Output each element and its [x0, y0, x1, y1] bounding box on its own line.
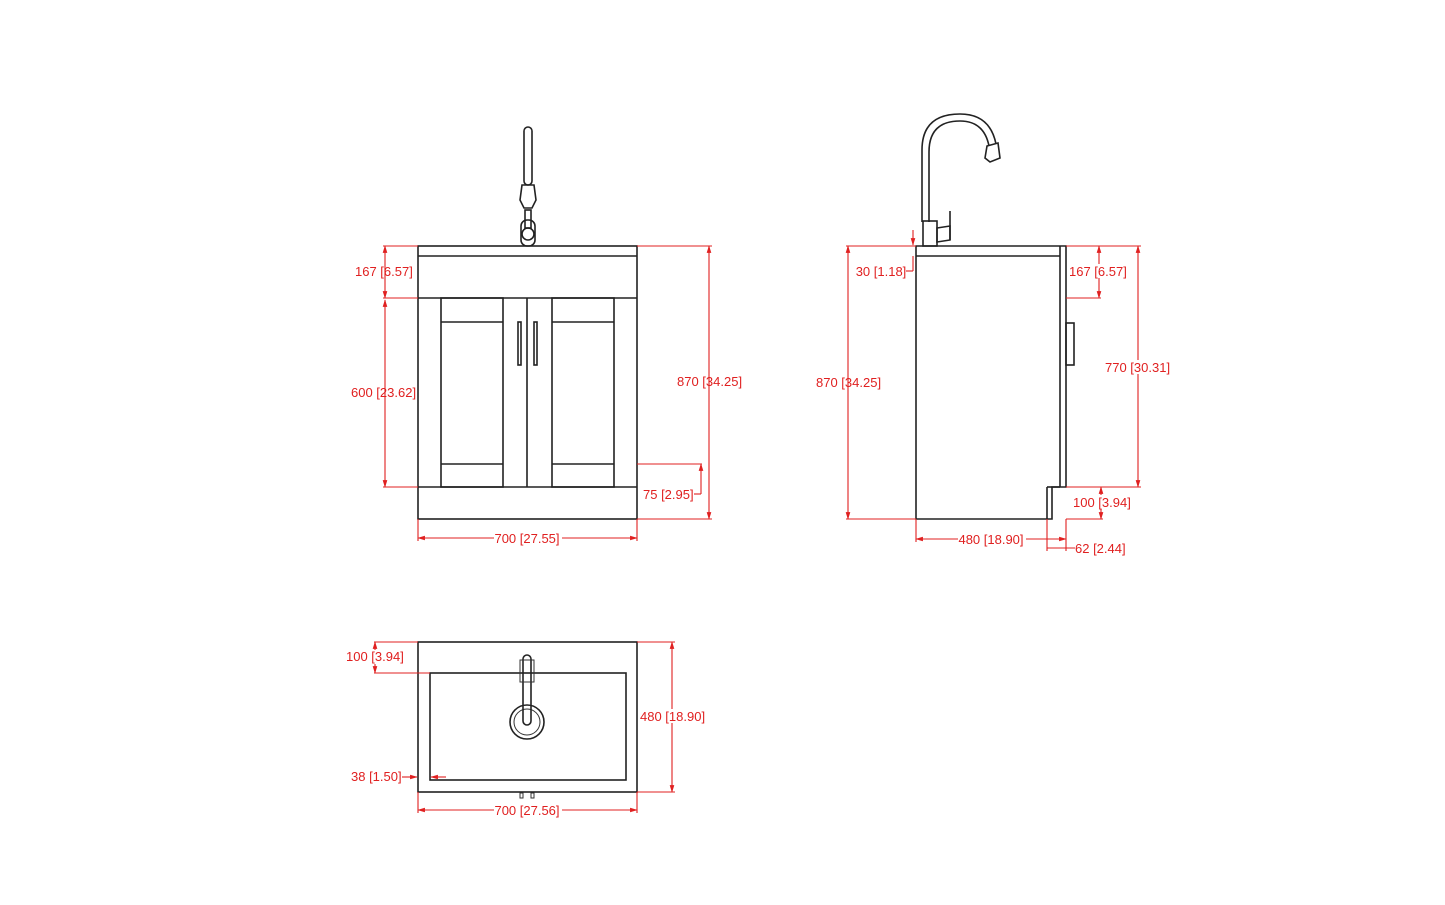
dim-side-door-height: 770 [30.31] [1105, 360, 1170, 375]
dim-side-depth: 480 [18.90] [958, 532, 1023, 547]
dim-side-margin: 38 [1.50] [351, 769, 402, 784]
dim-counter-thickness: 30 [1.18] [856, 264, 907, 279]
dim-side-top-band: 167 [6.57] [1069, 264, 1127, 279]
front-dimensions: 167 [6.57] 600 [23.62] 870 [34.25] 75 [2… [351, 245, 742, 546]
dim-width: 700 [27.55] [494, 531, 559, 546]
cabinet-side [915, 245, 1075, 520]
side-dimensions: 30 [1.18] 870 [34.25] 167 [6.57] 770 [30… [816, 230, 1172, 556]
top-dimensions: 100 [3.94] 480 [18.90] 38 [1.50] 700 [27… [346, 641, 707, 818]
dim-toe-kick-depth: 62 [2.44] [1075, 541, 1126, 556]
dim-toe-kick-height: 100 [3.94] [1073, 495, 1131, 510]
faucet-side [921, 113, 1001, 247]
dim-plinth: 75 [2.95] [643, 487, 694, 502]
dim-top-depth: 480 [18.90] [640, 709, 705, 724]
door-handle-left [517, 321, 522, 366]
basin [429, 672, 627, 781]
dim-top-width: 700 [27.56] [494, 803, 559, 818]
top-view: 100 [3.94] 480 [18.90] 38 [1.50] 700 [27… [346, 641, 707, 818]
faucet-front [519, 126, 537, 247]
dim-side-total-height: 870 [34.25] [816, 375, 881, 390]
door-handle-right [533, 321, 538, 366]
side-view: 30 [1.18] 870 [34.25] 167 [6.57] 770 [30… [816, 113, 1172, 556]
dim-total-height: 870 [34.25] [677, 374, 742, 389]
door-handle-side [1065, 322, 1075, 366]
dim-door-height: 600 [23.62] [351, 385, 416, 400]
front-view: 167 [6.57] 600 [23.62] 870 [34.25] 75 [2… [351, 126, 742, 546]
dim-back-margin: 100 [3.94] [346, 649, 404, 664]
cabinet-front [417, 245, 638, 520]
faucet-top [509, 654, 545, 799]
dim-top-band: 167 [6.57] [355, 264, 413, 279]
